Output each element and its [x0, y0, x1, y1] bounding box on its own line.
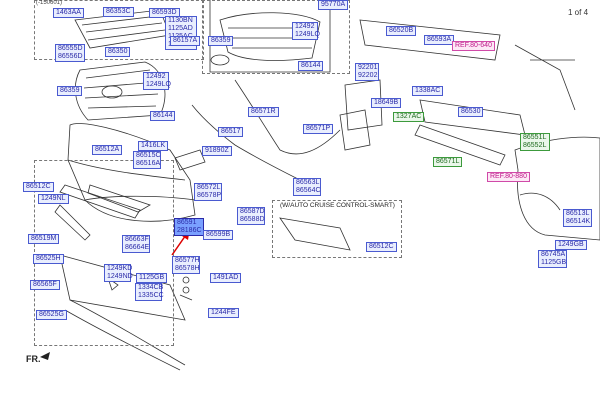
left-assembly-frame [34, 160, 174, 346]
part-label-1125gb[interactable]: 1125GB [136, 273, 168, 283]
part-label-86593d[interactable]: 86593D [149, 8, 180, 18]
part-label-86571l[interactable]: 86571L [433, 157, 463, 167]
part-label-86530[interactable]: 86530 [458, 107, 484, 117]
part-label-86512c-right[interactable]: 86512C [366, 242, 397, 252]
part-label-1244fe[interactable]: 1244FE [208, 308, 239, 318]
part-label-86353c[interactable]: 86353C [103, 7, 134, 17]
part-label-86599b[interactable]: 86599B [203, 230, 234, 240]
part-label-1249gb[interactable]: 1249GB [555, 240, 587, 250]
part-label-1491ad[interactable]: 1491AD [210, 273, 242, 283]
part-label-86512a[interactable]: 86512A [92, 145, 123, 155]
cruise-control-frame [272, 200, 402, 258]
ref-label-80-640[interactable]: REF.80-640 [452, 41, 495, 51]
part-label-1249nl[interactable]: 1249NL [38, 194, 69, 204]
part-label-86520b[interactable]: 86520B [386, 26, 417, 36]
part-label-86359-mid[interactable]: 86359 [208, 36, 234, 46]
part-label-95770a[interactable]: 95770A [318, 0, 349, 10]
part-label-86512c-left[interactable]: 86512C [23, 182, 54, 192]
part-label-86525h[interactable]: 86525H [33, 254, 64, 264]
part-label-91890z[interactable]: 91890Z [202, 146, 232, 156]
top-left-frame [34, 0, 204, 60]
part-label-86571p[interactable]: 86571P [303, 124, 334, 134]
part-label-86359-left[interactable]: 86359 [57, 86, 83, 96]
part-label-86157a[interactable]: 86157A [170, 36, 201, 46]
page-indicator: 1 of 4 [568, 8, 589, 17]
part-label-1463aa[interactable]: 1463AA [53, 8, 84, 18]
ref-label-80-880[interactable]: REF.80-880 [487, 172, 530, 182]
part-label-86517[interactable]: 86517 [218, 127, 244, 137]
part-label-86571r[interactable]: 86571R [248, 107, 279, 117]
part-label-86525g[interactable]: 86525G [36, 310, 67, 320]
part-label-86144-left[interactable]: 86144 [150, 111, 176, 121]
part-label-86565f[interactable]: 86565F [30, 280, 60, 290]
cruise-control-note: (W/AUTO CRUISE CONTROL-SMART) [278, 202, 397, 209]
top-middle-frame [202, 0, 350, 74]
part-label-86144-mid[interactable]: 86144 [298, 61, 324, 71]
part-label-86519m[interactable]: 86519M [28, 234, 60, 244]
date-note: (-150601) [36, 0, 63, 6]
part-label-18649b[interactable]: 18649B [371, 98, 402, 108]
part-label-86593a[interactable]: 86593A [424, 35, 455, 45]
part-label-1327ac[interactable]: 1327AC [393, 112, 425, 122]
part-label-86350[interactable]: 86350 [105, 47, 131, 57]
orientation-label: FR. [26, 354, 41, 364]
part-label-1416lk[interactable]: 1416LK [138, 141, 169, 151]
part-label-1338ac[interactable]: 1338AC [412, 86, 444, 96]
